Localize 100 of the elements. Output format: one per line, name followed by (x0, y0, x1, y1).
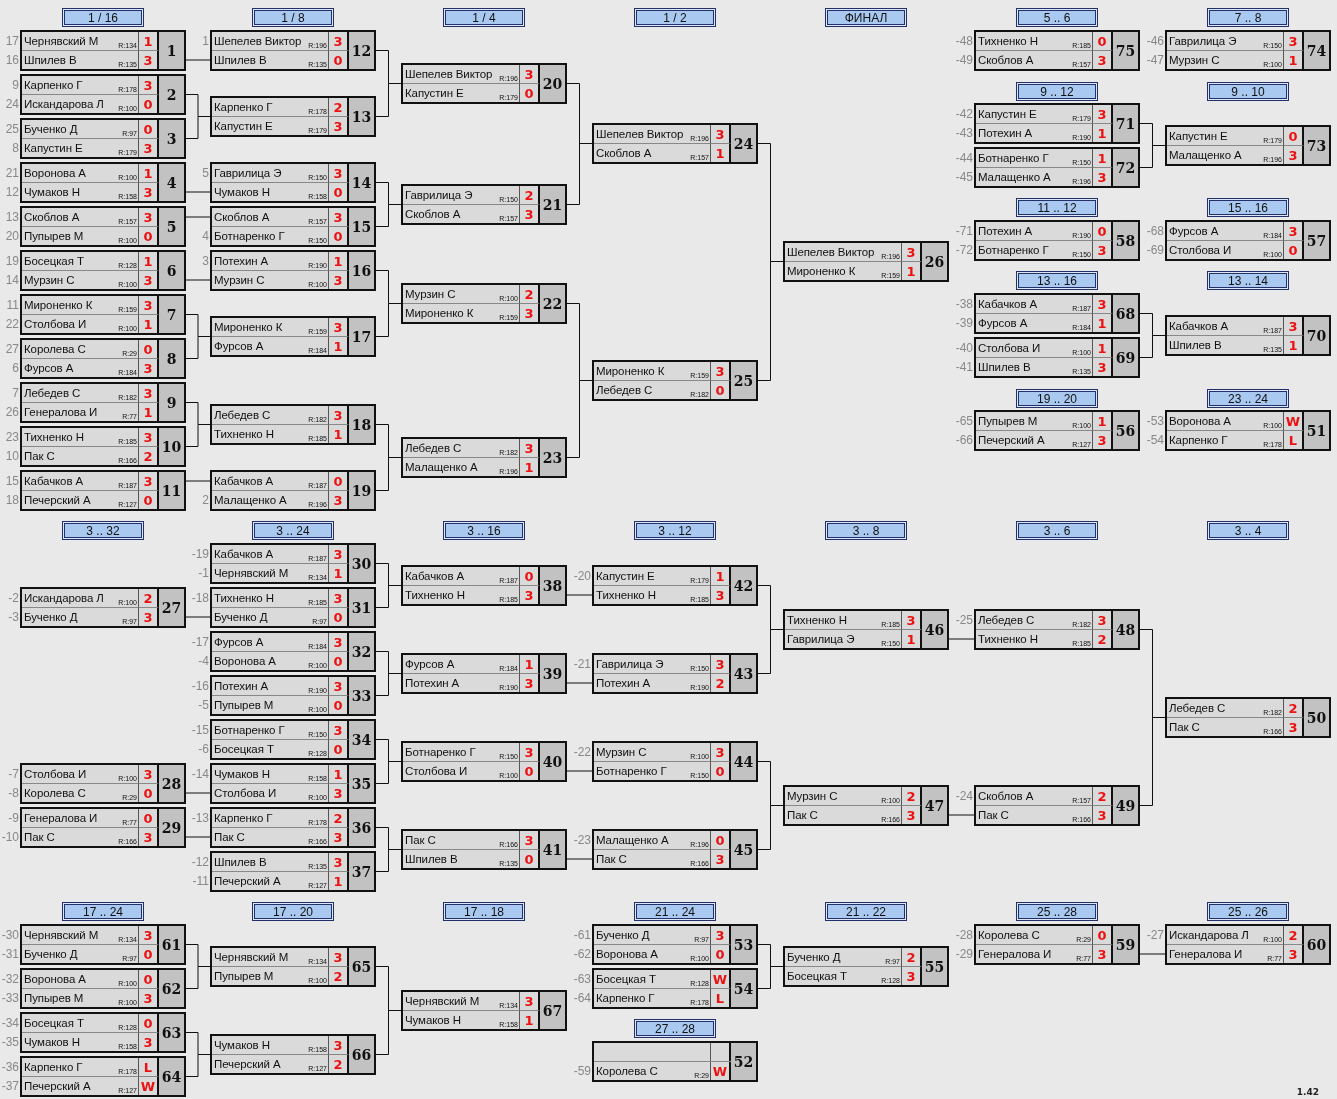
match-box (974, 785, 1140, 826)
player-name: Пак С (787, 808, 818, 822)
player-name: Скоблов А (596, 146, 652, 160)
player-name: Чумаков Н (405, 1013, 461, 1027)
bracket-line (566, 770, 593, 772)
version-number: 1.42 (1296, 1087, 1319, 1097)
player-name: Пак С (24, 830, 55, 844)
seed-number: -43 (954, 126, 973, 140)
match-number: 72 (1113, 149, 1138, 186)
player-name: Мироненко К (596, 364, 665, 378)
player-name: Бученко Д (596, 928, 650, 942)
match-box (592, 565, 758, 606)
round-header: ФИНАЛ (825, 8, 907, 27)
match-number: 2 (159, 76, 184, 113)
match-box (974, 103, 1140, 144)
player-name: Фурсов А (405, 657, 455, 671)
seed-number: 7 (11, 386, 19, 400)
seed-number: -71 (954, 224, 973, 238)
match-number: 43 (731, 655, 756, 692)
round-header: 27 .. 28 (634, 1019, 716, 1038)
player-name: Кабачков А (214, 474, 274, 488)
match-number: 23 (540, 439, 565, 476)
match-box (974, 293, 1140, 334)
match-box (401, 437, 567, 478)
round-header: 11 .. 12 (1016, 198, 1098, 217)
match-box (974, 410, 1140, 451)
match-number: 22 (540, 285, 565, 322)
match-number: 18 (349, 406, 374, 443)
match-box (783, 241, 949, 282)
seed-number: -9 (7, 811, 19, 825)
seed-number: -4 (197, 654, 209, 668)
player-name: Лебедев С (405, 441, 462, 455)
match-box (974, 220, 1140, 261)
seed-number: 12 (4, 185, 19, 199)
seed-number: -24 (954, 789, 973, 803)
match-number: 5 (159, 208, 184, 245)
seed-number: 2 (201, 493, 209, 507)
bracket-line (185, 616, 211, 618)
player-name: Столбова И (405, 764, 468, 778)
seed-number: -10 (0, 830, 19, 844)
player-name: Лебедев С (596, 383, 653, 397)
player-name: Пупырев М (978, 414, 1038, 428)
player-name: Скоблов А (24, 210, 80, 224)
bracket-line (375, 585, 402, 608)
player-name: Генералова И (24, 405, 98, 419)
seed-number: -42 (954, 107, 973, 121)
bracket-line (1139, 717, 1166, 806)
player-name: Малащенко А (214, 493, 287, 507)
player-name: Мурзин С (1169, 53, 1220, 67)
player-name: Пупырев М (24, 229, 84, 243)
match-box (20, 968, 186, 1009)
seed-number: -39 (954, 316, 973, 330)
seed-number: 18 (4, 493, 19, 507)
seed-number: -48 (954, 34, 973, 48)
match-box (592, 968, 758, 1009)
match-number: 50 (1304, 699, 1329, 736)
match-box (592, 123, 758, 164)
player-name: Печерский А (214, 1057, 281, 1071)
match-number: 46 (922, 611, 947, 648)
seed-number: 14 (4, 273, 19, 287)
player-name: Чернявский М (214, 566, 289, 580)
player-name: Шепелев Виктор (596, 127, 684, 141)
match-box (210, 763, 376, 804)
match-number: 74 (1304, 32, 1329, 69)
player-name: Королева С (24, 786, 86, 800)
seed-number: -12 (190, 855, 209, 869)
match-number: 30 (349, 545, 374, 582)
seed-number: -11 (191, 874, 209, 888)
seed-number: -61 (572, 928, 591, 942)
player-name: Королева С (596, 1064, 658, 1078)
player-name: Потехин А (978, 224, 1033, 238)
match-box (20, 206, 186, 247)
match-box (401, 829, 567, 870)
player-name: Столбова И (1169, 243, 1232, 257)
seed-number: 25 (4, 122, 19, 136)
match-box (210, 470, 376, 511)
bracket-line (375, 83, 402, 117)
player-name: Кабачков А (978, 297, 1038, 311)
match-number: 61 (159, 926, 184, 963)
bracket-line (375, 673, 402, 696)
round-header: 9 .. 10 (1207, 82, 1289, 101)
match-box (210, 96, 376, 137)
seed-number: -53 (1145, 414, 1164, 428)
bracket-line (566, 380, 593, 458)
match-number: 33 (349, 677, 374, 714)
round-header: 23 .. 24 (1207, 389, 1289, 408)
match-box (1165, 697, 1331, 738)
player-name: Карпенко Г (596, 991, 655, 1005)
seed-number: 3 (201, 254, 209, 268)
round-header: 25 .. 28 (1016, 902, 1098, 921)
player-name: Ботнаренко Г (214, 723, 285, 737)
seed-number: 6 (11, 361, 19, 375)
match-box (20, 338, 186, 379)
match-number: 63 (159, 1014, 184, 1051)
player-name: Генералова И (978, 947, 1052, 961)
player-name: Королева С (978, 928, 1040, 942)
match-number: 27 (159, 589, 184, 626)
player-name: Пупырев М (24, 991, 84, 1005)
match-box (210, 1034, 376, 1075)
player-name: Гаврилица Э (1169, 34, 1237, 48)
